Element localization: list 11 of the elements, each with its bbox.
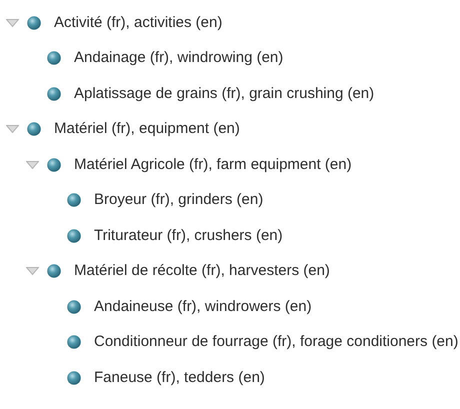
tree-item-label: Matériel de récolte (fr), harvesters (en) [74,262,330,280]
tree-item-label: Andaineuse (fr), windrowers (en) [94,298,312,316]
tree-item-label: Faneuse (fr), tedders (en) [94,368,265,387]
tree-item-label: Triturateur (fr), crushers (en) [94,226,283,245]
tree-item-label: Broyeur (fr), grinders (en) [94,191,264,210]
tree-item-label: Matériel Agricole (fr), farm equipment (en) [74,156,352,174]
tree-item-label: Andainage (fr), windrowing (en) [74,49,284,68]
tree-item-label: Aplatissage de grains (fr), grain crushing (en) [74,84,374,103]
tree-item-label: Activité (fr), activities (en) [54,14,222,32]
tree-item-label: Matériel (fr), equipment (en) [54,120,240,138]
tree-item-label: Conditionneur de fourrage (fr), forage conditioners (en) [94,333,458,352]
